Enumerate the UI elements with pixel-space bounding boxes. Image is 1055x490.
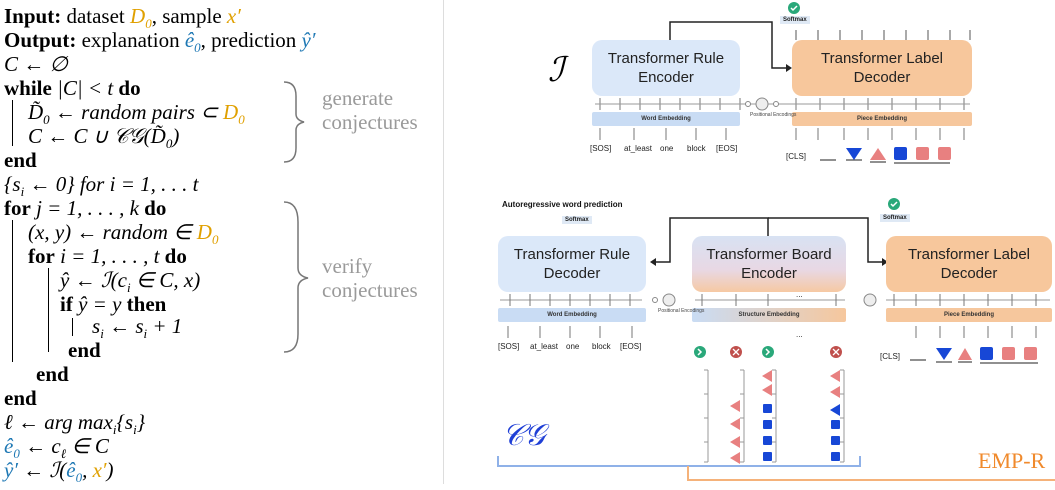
bottom-token-1: at_least (530, 342, 559, 351)
algo-s-init: {si ← 0} for i = 1, . . . t (4, 172, 199, 200)
algo-while: while |C| < t do (4, 76, 141, 100)
algo-end-if: end (68, 338, 101, 362)
top-token-1: at_least (624, 144, 653, 153)
algo-input-line: Input: dataset D0, sample x′ (4, 4, 241, 32)
board-ellipsis-top: ... (796, 290, 803, 299)
algo-output-line: Output: explanation ê0, prediction ŷ′ (4, 28, 316, 56)
bottom-softmax-right: Softmax (880, 214, 910, 222)
algo-c-init: C ← ∅ (4, 52, 68, 76)
bottom-connector-right (768, 217, 882, 263)
bottom-positional-icon (662, 293, 676, 307)
top-decoder-output-ticks (795, 30, 971, 40)
algo-for-i-bar (48, 268, 49, 352)
cg-label: 𝒞𝒢 (502, 418, 546, 453)
top-piece-embedding: Piece Embedding (792, 112, 972, 126)
note-generate-2: conjectures (322, 110, 418, 134)
algo-braces (283, 81, 309, 353)
algo-for-i: for i = 1, . . . , t do (28, 244, 187, 268)
board-verdict-icons (694, 346, 842, 358)
board-encoder: Transformer Board Encoder (692, 236, 846, 292)
top-positional-label: Positional Encodings (750, 112, 797, 118)
algorithm-panel: Input: dataset D0, sample x′ Output: exp… (0, 0, 444, 485)
algo-for-j: for j = 1, . . . , k do (4, 196, 167, 220)
bottom-cls: [CLS] (880, 352, 901, 361)
algo-ell-line: ℓ ← arg maxi{si} (4, 410, 146, 438)
empr-bracket (687, 466, 1055, 481)
bottom-rule-decoder: Transformer Rule Decoder (498, 236, 646, 292)
algo-end-1: end (4, 148, 37, 172)
bottom-label-decoder: Transformer Label Decoder (886, 236, 1052, 292)
bottom-token-0: [SOS] (498, 342, 520, 351)
bottom-embed-ticks (507, 294, 1037, 338)
algo-y-assign: ŷ′ ← ℐ(ê0, x′) (4, 458, 114, 486)
algo-if-bar (72, 318, 73, 336)
algo-yhat-line: ŷ ← ℐ(ci ∈ C, x) (60, 268, 201, 296)
bottom-word-embedding: Word Embedding (498, 308, 646, 322)
top-label-decoder: Transformer Label Decoder (792, 40, 972, 96)
diagram-connectors (497, 2, 1055, 481)
algo-xy-line: (x, y) ← random ∈ D0 (28, 220, 219, 248)
bottom-positional-label: Positional Encodings (658, 308, 705, 314)
structure-embedding: Structure Embedding (692, 308, 846, 322)
top-word-embedding: Word Embedding (592, 112, 740, 126)
algo-gen-line2: C ← C ∪ 𝒞𝒢(D̃0) (28, 124, 180, 152)
algo-end-for-i: end (36, 362, 69, 386)
bottom-piece-embedding: Piece Embedding (886, 308, 1052, 322)
bottom-connector-left (656, 217, 769, 263)
algo-end-for-j: end (4, 386, 37, 410)
top-cls: [CLS] (786, 152, 807, 161)
bottom-token-3: block (592, 342, 611, 351)
bottom-token-4: [EOS] (620, 342, 642, 351)
top-token-0: [SOS] (590, 144, 612, 153)
note-verify-2: conjectures (322, 278, 418, 302)
bottom-token-2: one (566, 342, 580, 351)
board-columns (704, 369, 845, 464)
empr-label: EMP-R (978, 448, 1046, 473)
top-token-3: block (687, 144, 706, 153)
architecture-diagram: ℐ Transformer Rule Encoder Transformer L… (450, 0, 1055, 484)
algo-gen-line1: D̃0 ← random pairs ⊂ D0 (28, 100, 245, 128)
top-softmax: Softmax (780, 16, 810, 24)
algo-while-bar (12, 100, 13, 146)
note-generate: generate (322, 86, 394, 110)
cg-bracket (497, 456, 861, 467)
board-ellipsis-bottom: ... (796, 330, 803, 339)
algo-e0-assign: ê0 ← cℓ ∈ C (4, 434, 109, 462)
algo-if-line: if ŷ = y then (60, 292, 167, 316)
bottom-softmax-left: Softmax (562, 216, 592, 224)
autoregressive-header: Autoregressive word prediction (502, 200, 623, 209)
top-arrow-head (786, 64, 792, 72)
top-token-2: one (660, 144, 674, 153)
note-verify: verify (322, 254, 373, 278)
top-token-4: [EOS] (716, 144, 738, 153)
bottom-positional-icon-right (863, 293, 877, 307)
top-positional-icon (755, 97, 769, 111)
bottom-label-shapes (910, 347, 1038, 364)
top-label-shapes (820, 147, 951, 164)
interpreter-symbol: ℐ (548, 50, 564, 90)
algo-for-j-bar (12, 220, 13, 362)
top-connector (669, 21, 786, 69)
algo-s-incr: si ← si + 1 (92, 314, 183, 342)
top-rule-encoder: Transformer Rule Encoder (592, 40, 740, 96)
